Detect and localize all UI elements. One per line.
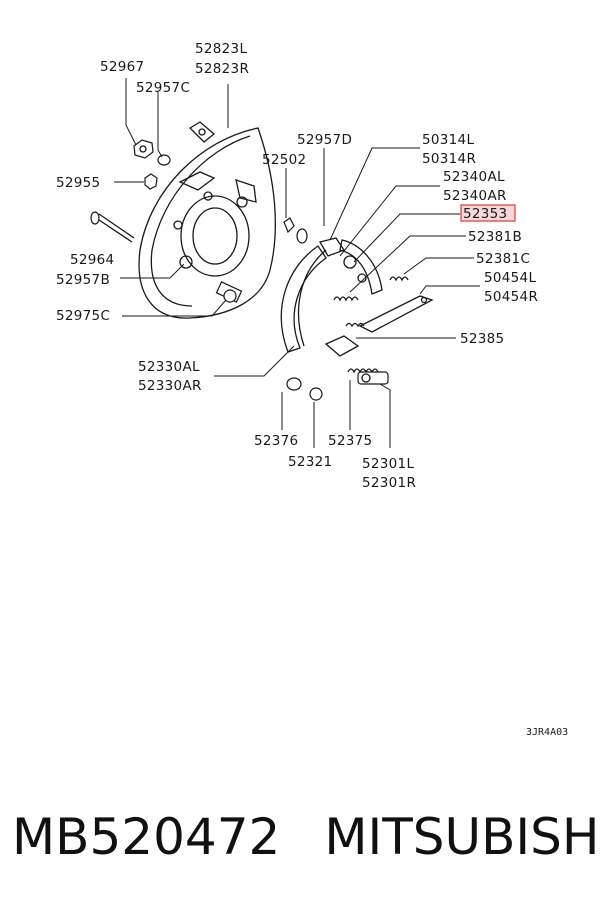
label-52330al: 52330AL [138, 359, 200, 375]
label-52385: 52385 [460, 331, 504, 347]
label-52967: 52967 [100, 59, 144, 75]
adjuster-52301 [357, 371, 389, 385]
label-50314r: 50314R [422, 151, 476, 167]
spring-52376 [286, 377, 302, 391]
cup-52321 [309, 387, 323, 401]
label-52330ar: 52330AR [138, 378, 202, 394]
brand-name: MITSUBISHI [324, 808, 600, 866]
brake-shoe-assembly [280, 237, 383, 357]
label-52502: 52502 [262, 152, 306, 168]
label-52823l: 52823L [195, 41, 247, 57]
lever-50454 [358, 295, 434, 333]
clip-52502 [283, 217, 295, 234]
label-52975c: 52975C [56, 308, 110, 324]
label-52376: 52376 [254, 433, 298, 449]
nut-52967 [133, 139, 154, 159]
spring-52381b [333, 296, 359, 302]
label-52964: 52964 [70, 252, 114, 268]
label-52957b: 52957B [56, 272, 110, 288]
label-52957d: 52957D [297, 132, 352, 148]
washer-52957d [296, 228, 308, 244]
bolt-52964 [90, 211, 135, 243]
label-52301r: 52301R [362, 475, 416, 491]
diagram-code: 3JR4A03 [526, 727, 568, 738]
part-number: MB520472 [12, 808, 281, 866]
label-50454l: 50454L [484, 270, 536, 286]
label-52381b: 52381B [468, 229, 522, 245]
stud-52975c [215, 281, 243, 303]
label-52823r: 52823R [195, 61, 249, 77]
footer: MB520472 MITSUBISHI [12, 808, 600, 866]
label-50454r: 50454R [484, 289, 538, 305]
spring-52375 [347, 368, 379, 374]
label-52340ar: 52340AR [443, 188, 507, 204]
label-52375: 52375 [328, 433, 372, 449]
spring-52385 [345, 322, 365, 328]
highlight-box [460, 204, 516, 222]
leader-lines [114, 78, 480, 448]
label-50314l: 50314L [422, 132, 474, 148]
label-52381c: 52381C [476, 251, 530, 267]
label-52353: 52353 [463, 206, 507, 222]
label-52321: 52321 [288, 454, 332, 470]
nut-52955 [144, 173, 158, 190]
label-52340al: 52340AL [443, 169, 505, 185]
label-52957c: 52957C [136, 80, 190, 96]
washer-52957c [157, 154, 171, 166]
label-52955: 52955 [56, 175, 100, 191]
backing-plate [138, 121, 276, 319]
spring-52381c [389, 276, 409, 282]
label-52301l: 52301L [362, 456, 414, 472]
